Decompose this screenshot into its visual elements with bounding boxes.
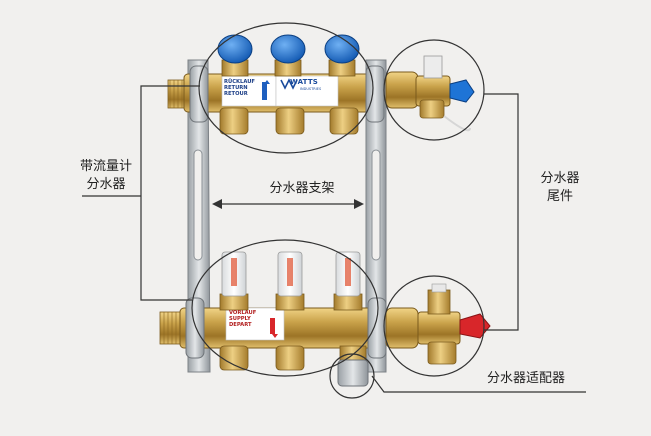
return-plate-line-3: RETOUR bbox=[224, 91, 248, 98]
blue-cap-1 bbox=[217, 34, 253, 77]
blue-cap-2 bbox=[270, 34, 306, 77]
bottom-end-fitting bbox=[385, 283, 491, 365]
bracket-right bbox=[365, 59, 387, 373]
supply-plate-line-2: SUPPLY bbox=[229, 316, 251, 323]
label-adapter: 分水器适配器 bbox=[486, 371, 565, 386]
supply-plate-line-3: DEPART bbox=[229, 322, 252, 329]
top-end-fitting bbox=[385, 55, 475, 132]
label-end-fitting-line-2: 尾件 bbox=[546, 189, 573, 204]
label-flowmeter-line-2: 分水器 bbox=[86, 177, 126, 192]
flow-meter-1 bbox=[219, 251, 249, 311]
down-arrow-icon bbox=[272, 334, 278, 338]
label-end-fitting-line-1: 分水器 bbox=[540, 171, 580, 186]
label-end-fitting: 分水器 尾件 bbox=[530, 170, 590, 206]
label-manifold-bracket: 分水器支架 bbox=[269, 181, 335, 196]
leader-lines bbox=[82, 85, 586, 393]
label-flowmeter-manifold: 带流量计 分水器 bbox=[76, 158, 136, 194]
flow-meter-3 bbox=[333, 251, 363, 311]
blue-cap-3 bbox=[324, 34, 360, 77]
callout-adapter bbox=[329, 353, 375, 399]
callout-supply-manifold bbox=[191, 239, 379, 377]
return-plate-text: RÜCKLAUF RETURN RETOUR bbox=[224, 79, 255, 98]
up-arrow-icon bbox=[264, 80, 270, 84]
callout-end-fitting-bottom bbox=[383, 275, 485, 377]
flow-meter-2 bbox=[275, 251, 305, 311]
label-flowmeter-line-1: 带流量计 bbox=[79, 159, 132, 174]
adapter bbox=[337, 345, 369, 387]
return-plate-line-2: RETURN bbox=[224, 85, 248, 92]
bracket-arrow bbox=[212, 199, 364, 209]
brand-name: WATTS bbox=[290, 78, 319, 86]
supply-plate-line-1: VORLAUF bbox=[229, 310, 257, 316]
brand-logo bbox=[280, 78, 298, 90]
brand-subtitle: INDUSTRIES bbox=[300, 87, 322, 91]
callout-end-fitting-top bbox=[383, 39, 485, 141]
callout-flowmeter-manifold bbox=[198, 22, 374, 154]
supply-plate-text: VORLAUF SUPPLY DEPART bbox=[229, 310, 256, 329]
return-plate-line-1: RÜCKLAUF bbox=[224, 79, 255, 85]
